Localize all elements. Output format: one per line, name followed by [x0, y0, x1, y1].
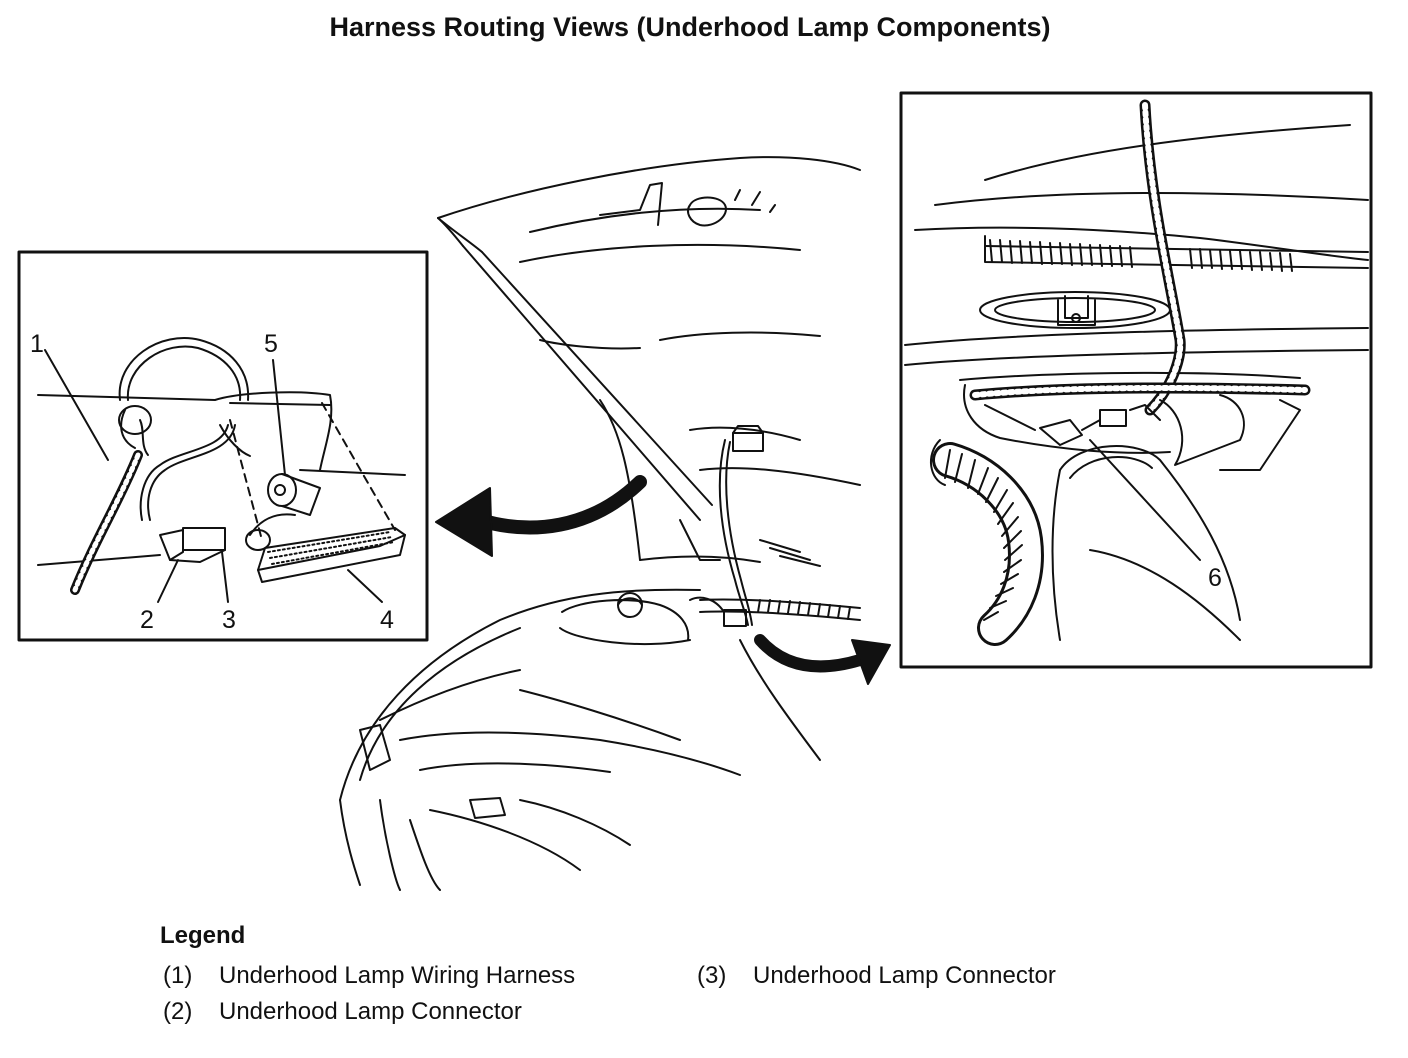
diagram-title: Harness Routing Views (Underhood Lamp Co… — [329, 12, 1051, 42]
arrow-to-left-detail — [473, 475, 647, 535]
hood-lamp-connector — [732, 432, 764, 452]
legend-heading: Legend — [160, 922, 246, 949]
legend-item-text: Underhood Lamp Wiring Harness — [219, 962, 576, 989]
arrow-to-right-detail — [754, 634, 866, 673]
vertical-hood-harness — [1139, 99, 1186, 416]
wiring-harness-1 — [70, 405, 152, 595]
callout-4: 4 — [380, 606, 394, 634]
callout-1: 1 — [30, 330, 44, 358]
horizontal-harness — [969, 382, 1311, 401]
callout-2: 2 — [140, 606, 154, 634]
lamp-connector-2-3 — [159, 527, 226, 563]
radiator-harness — [689, 596, 861, 627]
hood-latch — [979, 291, 1171, 329]
callout-5: 5 — [264, 330, 278, 358]
legend-item-number: (3) — [697, 962, 727, 989]
legend-item-number: (2) — [163, 998, 193, 1025]
right-detail-inset — [899, 91, 1373, 669]
legend-item-number: (1) — [163, 962, 193, 989]
connector-6 — [984, 404, 1161, 446]
corrugated-hose — [932, 442, 1044, 646]
underhood-lamp-4 — [257, 527, 406, 583]
vehicle-front-view — [339, 156, 861, 891]
legend-item-3: (3) Underhood Lamp Connector — [697, 962, 1056, 990]
left-detail-inset — [17, 250, 429, 642]
hood-panel — [437, 156, 861, 219]
legend-item-1: (1) Underhood Lamp Wiring Harness — [163, 962, 575, 990]
legend-item-2: (2) Underhood Lamp Connector — [163, 998, 522, 1026]
callout-3: 3 — [222, 606, 236, 634]
lamp-bulb-5 — [245, 473, 321, 551]
callout-6: 6 — [1208, 564, 1222, 592]
legend-item-text: Underhood Lamp Connector — [219, 998, 522, 1025]
legend-item-text: Underhood Lamp Connector — [753, 962, 1056, 989]
